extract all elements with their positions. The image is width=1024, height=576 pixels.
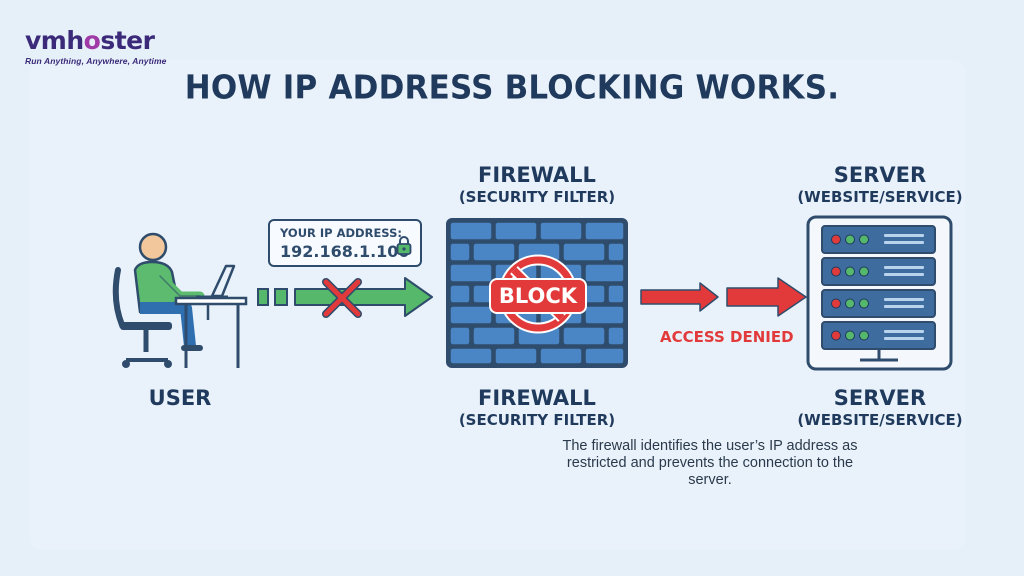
ip-address-label: YOUR IP ADDRESS: (280, 226, 402, 240)
firewall-label-bottom: FIREWALL (SECURITY FILTER) (458, 386, 616, 429)
page-title: HOW IP ADDRESS BLOCKING WORKS. (184, 69, 840, 107)
lock-icon (396, 236, 412, 255)
description-text: The firewall identifies the user’s IP ad… (562, 438, 858, 488)
server-rack-icon (806, 215, 953, 371)
denied-arrows (640, 277, 807, 317)
user-label: USER (148, 386, 212, 410)
ip-address-value: 192.168.1.100 (280, 242, 410, 261)
user-at-desk-icon (112, 232, 248, 368)
block-badge: BLOCK (491, 280, 585, 312)
server-label-top: SERVER (WEBSITE/SERVICE) (797, 163, 963, 206)
brand-tagline: Run Anything, Anywhere, Anytime (25, 56, 167, 66)
server-label-bottom: SERVER (WEBSITE/SERVICE) (797, 386, 963, 429)
blocked-x-icon (322, 278, 362, 318)
brand-logo[interactable]: vmhoster Run Anything, Anywhere, Anytime (25, 26, 167, 67)
ip-address-box: YOUR IP ADDRESS: 192.168.1.100 (268, 219, 422, 267)
request-arrow (257, 277, 433, 317)
brand-wordmark: vmhoster (25, 26, 155, 55)
access-denied-label: ACCESS DENIED (660, 328, 794, 346)
firewall-label-top: FIREWALL (SECURITY FILTER) (458, 163, 616, 206)
